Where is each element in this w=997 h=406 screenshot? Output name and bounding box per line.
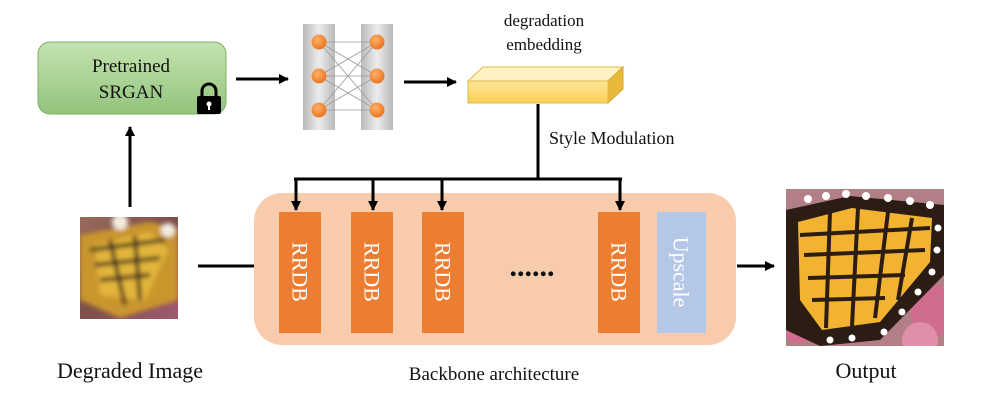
srgan-label-line2: SRGAN xyxy=(99,82,164,103)
rrdb-label-2: RRDB xyxy=(360,242,385,302)
embedding-label-line1: degradation xyxy=(504,11,585,30)
pretrained-srgan-box: Pretrained SRGAN xyxy=(37,41,227,115)
rrdb-block-1: RRDB xyxy=(279,212,321,333)
lock-icon xyxy=(197,82,221,114)
caption-backbone: Backbone architecture xyxy=(409,364,579,385)
degradation-embedding-block xyxy=(466,65,625,105)
rrdb-block-3: RRDB xyxy=(422,212,464,333)
caption-degraded-image: Degraded Image xyxy=(57,358,203,383)
neural-network-icon xyxy=(303,24,393,130)
rrdb-block-4: RRDB xyxy=(598,212,640,333)
rrdb-ellipsis: ...... xyxy=(510,250,555,283)
upscale-block: Upscale xyxy=(657,212,706,333)
rrdb-label-4: RRDB xyxy=(607,242,632,302)
style-modulation-label: Style Modulation xyxy=(549,128,675,148)
upscale-label: Upscale xyxy=(669,237,694,308)
degraded-image xyxy=(80,217,178,319)
rrdb-block-2: RRDB xyxy=(351,212,393,333)
srgan-label-line1: Pretrained xyxy=(92,56,171,77)
embedding-label-line2: embedding xyxy=(506,35,582,54)
caption-output: Output xyxy=(835,358,896,383)
output-image xyxy=(786,189,944,346)
rrdb-label-1: RRDB xyxy=(288,242,313,302)
rrdb-label-3: RRDB xyxy=(431,242,456,302)
